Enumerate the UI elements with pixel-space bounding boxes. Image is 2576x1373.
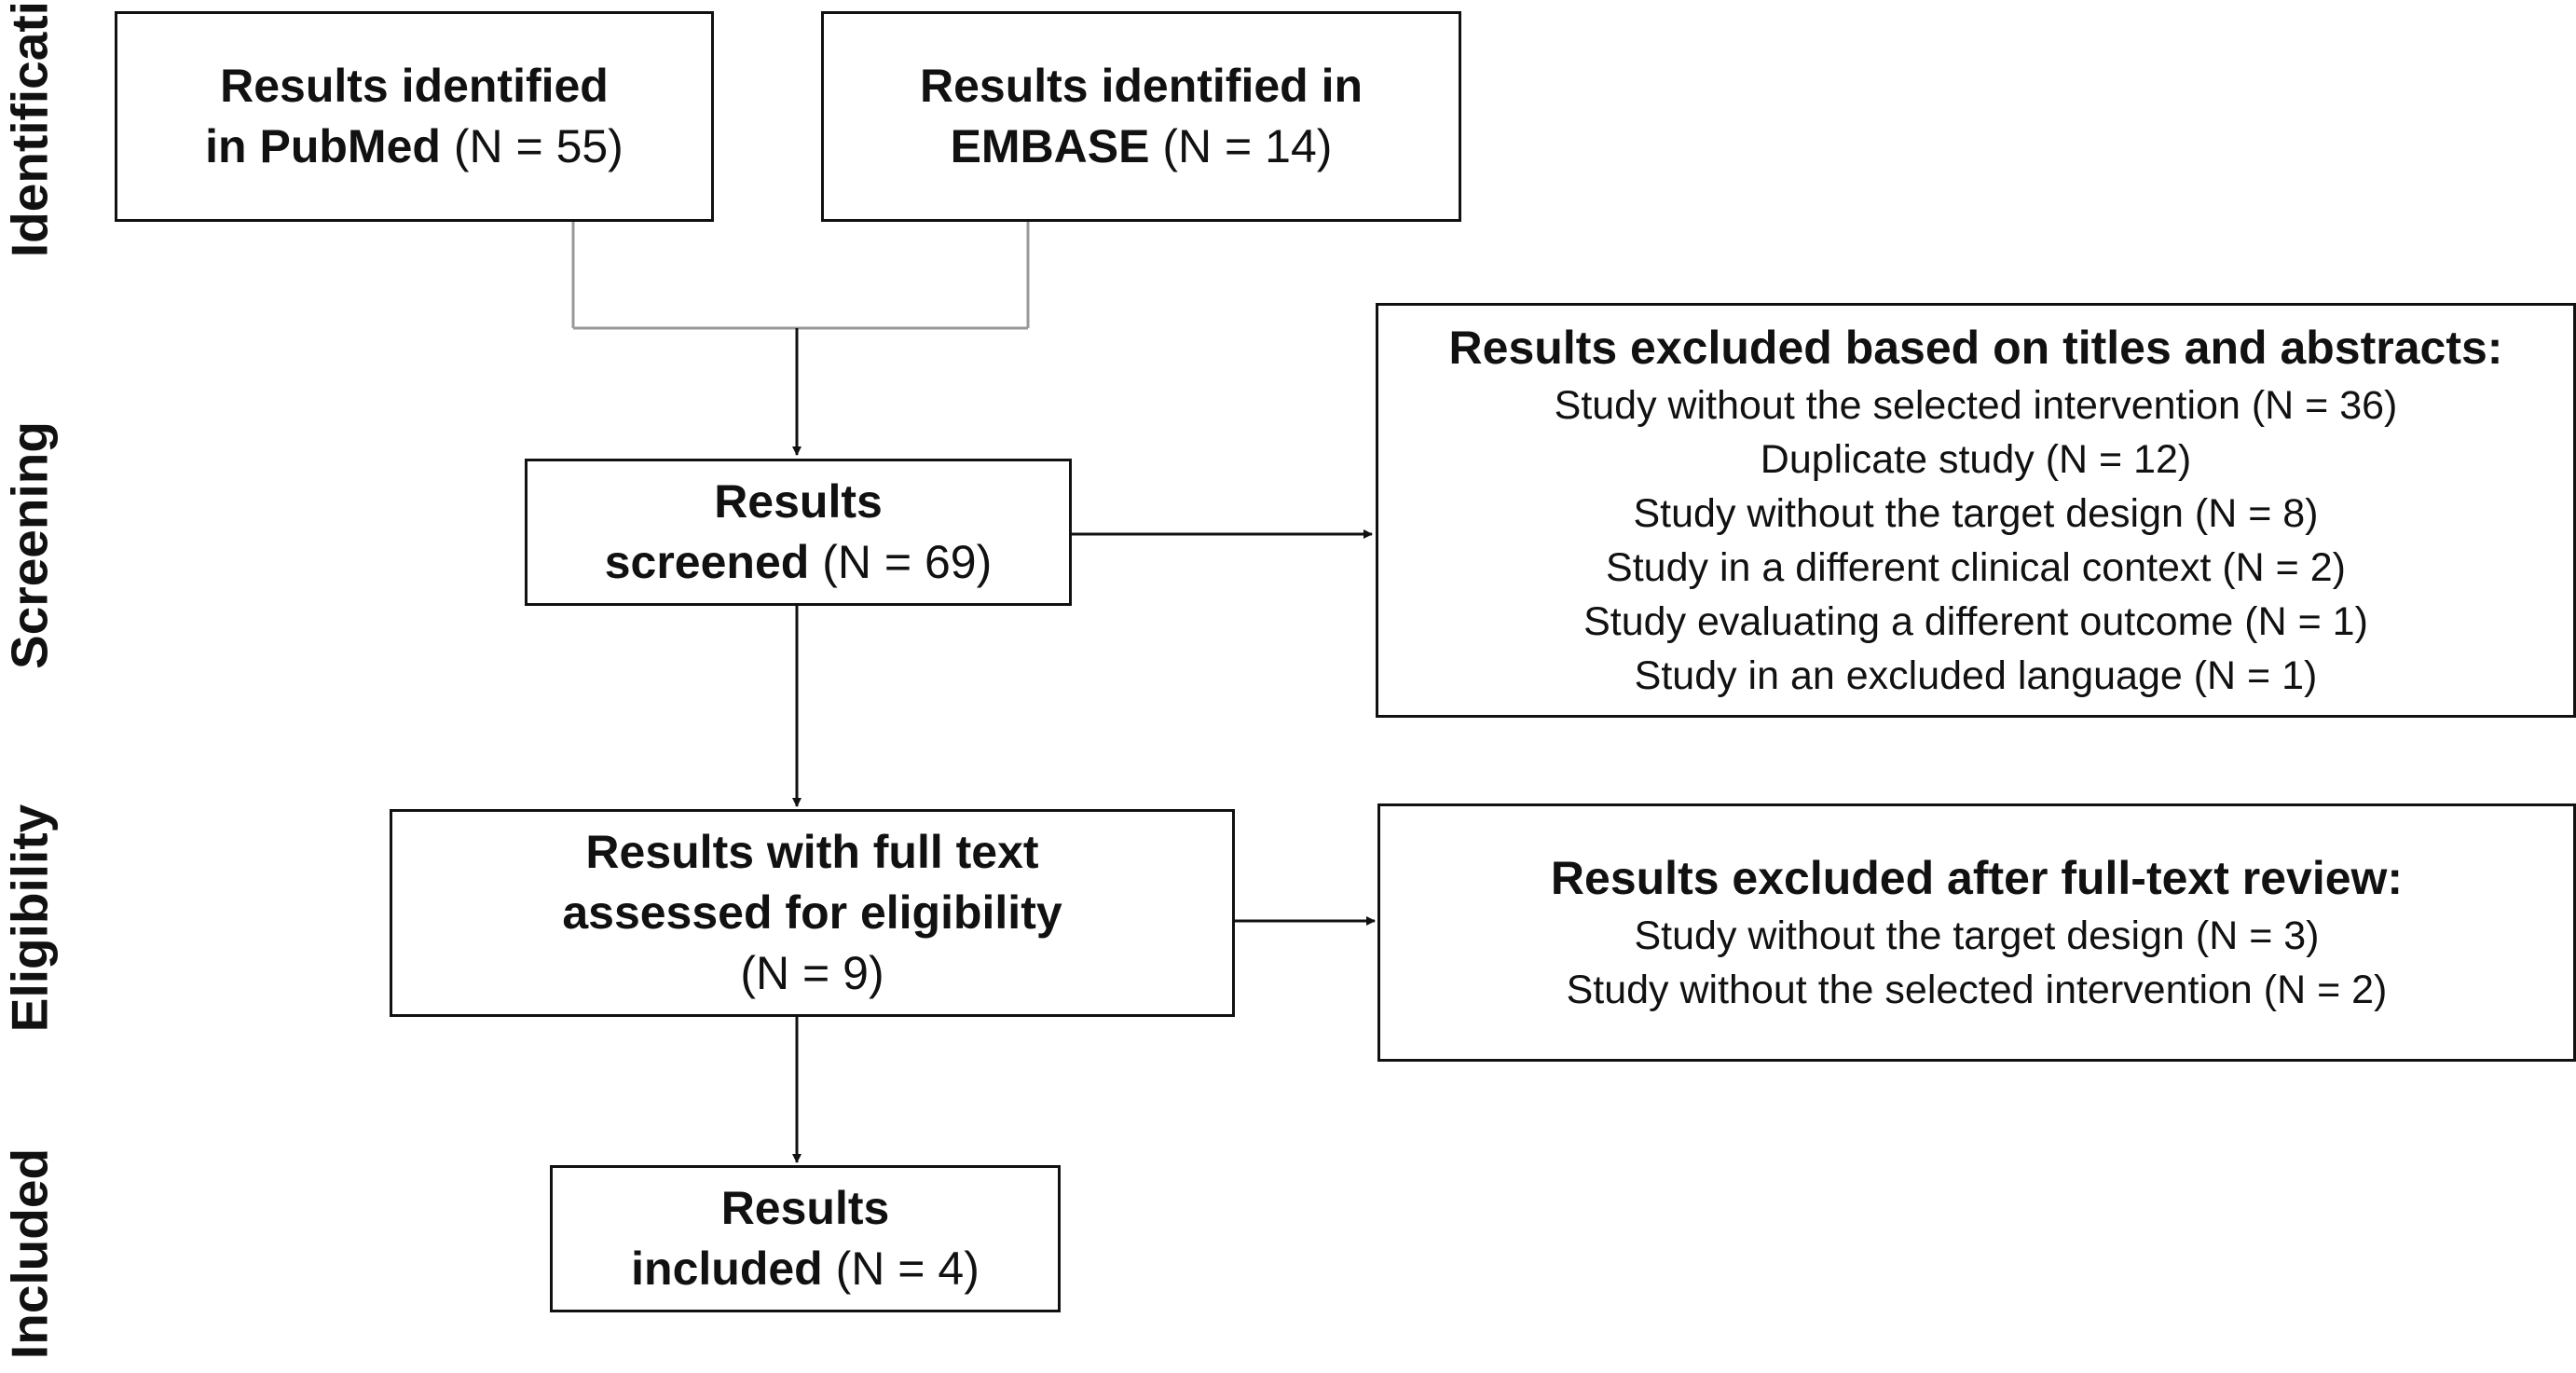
fulltext-count: (N = 9) [740,947,884,999]
screened-label: screened [604,536,810,588]
screened-count: (N = 69) [822,536,993,588]
fulltext-line2: assessed for eligibility [562,886,1062,939]
pubmed-results-box: Results identified in PubMed (N = 55) [115,11,714,222]
excluded-screening-item: Study in an excluded language (N = 1) [1634,653,2318,699]
excluded-screening-title: Results excluded based on titles and abs… [1448,321,2503,374]
included-line1: Results [720,1182,890,1234]
fulltext-assessed-box: Results with full text assessed for elig… [390,809,1235,1017]
excluded-screening-item: Study without the target design (N = 8) [1633,490,2319,536]
excluded-fulltext-box: Results excluded after full-text review:… [1377,803,2576,1062]
excluded-screening-box: Results excluded based on titles and abs… [1376,303,2576,718]
excluded-fulltext-item: Study without the target design (N = 3) [1634,913,2320,958]
fulltext-line1: Results with full text [585,826,1039,878]
embase-line1: Results identified in [919,60,1363,112]
pubmed-line1: Results identified [220,60,609,112]
screened-line1: Results [714,475,883,528]
screened-box: Results screened (N = 69) [525,459,1072,606]
excluded-screening-item: Study without the selected intervention … [1554,382,2398,428]
included-count: (N = 4) [835,1243,980,1295]
pubmed-count: (N = 55) [453,120,623,172]
included-label: included [631,1243,823,1295]
embase-results-box: Results identified in EMBASE (N = 14) [821,11,1461,222]
excluded-fulltext-item: Study without the selected intervention … [1566,968,2388,1012]
excluded-fulltext-title: Results excluded after full-text review: [1550,851,2404,904]
included-box: Results included (N = 4) [550,1165,1061,1312]
excluded-screening-item: Duplicate study (N = 12) [1760,436,2192,482]
embase-source: EMBASE [950,120,1150,172]
embase-count: (N = 14) [1162,120,1333,172]
excluded-screening-item: Study in a different clinical context (N… [1606,545,2346,590]
pubmed-source: in PubMed [205,120,441,172]
excluded-screening-item: Study evaluating a different outcome (N … [1583,599,2368,645]
